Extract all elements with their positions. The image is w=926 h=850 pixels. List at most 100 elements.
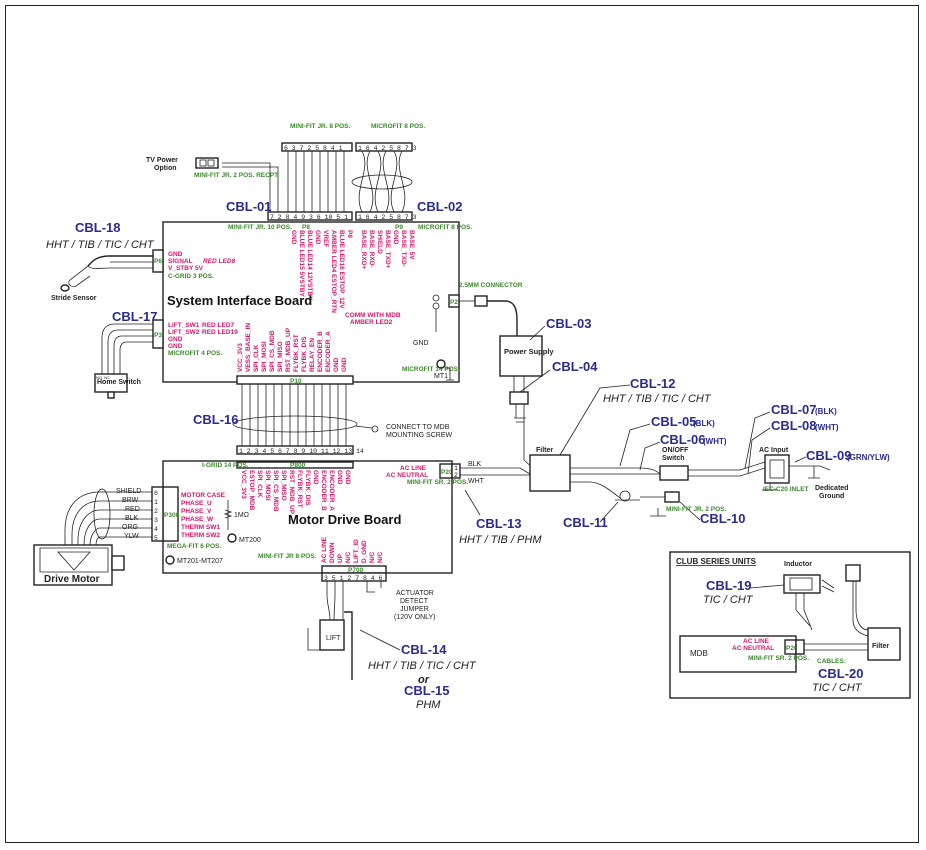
svg-text:Dedicated: Dedicated (815, 485, 848, 492)
sib-title: System Interface Board (167, 293, 312, 308)
svg-text:CBL-10: CBL-10 (700, 511, 746, 526)
svg-text:MT201-MT207: MT201-MT207 (177, 558, 223, 565)
svg-text:DETECT: DETECT (400, 598, 429, 605)
svg-text:P200: P200 (441, 469, 457, 476)
ac-input (764, 454, 790, 484)
lift-actuator (319, 619, 345, 651)
svg-text:6 3 7 2 5 8 4 1: 6 3 7 2 5 8 4 1 (284, 145, 343, 152)
cbl-01-harness: 6 3 7 2 5 8 4 1 7 2 8 4 9 3 6 10 5 1 (195, 142, 353, 221)
svg-text:CLUB SERIES UNITS: CLUB SERIES UNITS (676, 557, 757, 566)
svg-text:PHASE_V: PHASE_V (181, 508, 212, 515)
svg-text:MDB: MDB (690, 649, 708, 658)
svg-text:CBL-16: CBL-16 (193, 412, 239, 427)
svg-text:UP: UP (337, 553, 344, 563)
mdb-p700-labels: AC LINE DOWN UP N/C LIFT_ID D_GND N/C N/… (321, 536, 384, 563)
svg-text:MINI-FIT SR. 2 POS.: MINI-FIT SR. 2 POS. (407, 479, 468, 486)
svg-text:GND: GND (392, 230, 399, 245)
svg-text:BLK: BLK (468, 461, 482, 468)
svg-text:SPI_MOSI: SPI_MOSI (264, 470, 271, 501)
svg-text:CBL-06: CBL-06 (660, 432, 706, 447)
svg-text:TIC / CHT: TIC / CHT (812, 682, 863, 694)
svg-text:or: or (418, 674, 430, 686)
svg-text:LIFT_ID: LIFT_ID (353, 539, 360, 563)
svg-text:IEC-C20 INLET: IEC-C20 INLET (763, 486, 809, 493)
svg-text:GND: GND (168, 336, 183, 343)
svg-text:ESTOP_MDB: ESTOP_MDB (248, 470, 255, 511)
svg-text:AC LINE: AC LINE (400, 465, 427, 472)
svg-text:THERM SW2: THERM SW2 (181, 532, 220, 539)
svg-text:BLK: BLK (125, 515, 139, 522)
svg-text:SHIELD: SHIELD (116, 488, 141, 495)
svg-text:Stride Sensor: Stride Sensor (51, 295, 97, 302)
svg-text:GND: GND (168, 343, 183, 350)
svg-text:YLW: YLW (124, 533, 139, 540)
svg-text:MICROFIT 14 POS.: MICROFIT 14 POS. (402, 366, 460, 373)
sib-p9-labels: BASE_RXD+ BASE_RXD- SHIELD BASE_TXD+ GND… (360, 230, 415, 269)
svg-text:(WHT): (WHT) (703, 437, 727, 446)
svg-text:CBL-14: CBL-14 (401, 642, 447, 657)
svg-text:MOTOR CASE: MOTOR CASE (181, 492, 226, 499)
svg-text:SPI_MOSI: SPI_MOSI (261, 341, 268, 372)
svg-text:BLUE LED16 ESTOP_12V: BLUE LED16 ESTOP_12V (338, 230, 345, 309)
svg-text:CONNECT TO MDB: CONNECT TO MDB (386, 424, 450, 431)
svg-text:Filter: Filter (536, 447, 553, 454)
svg-text:BASE_TXD+: BASE_TXD+ (384, 230, 391, 269)
cbl-02-harness: 1 6 4 2 5 8 7 3 1 6 4 2 5 8 7 3 (351, 142, 417, 221)
svg-text:SPI_MISO: SPI_MISO (280, 470, 287, 501)
svg-text:AC LINE: AC LINE (743, 638, 770, 645)
svg-text:Switch: Switch (662, 455, 685, 462)
mdb-title: Motor Drive Board (288, 512, 401, 527)
svg-text:P3: P3 (154, 332, 162, 339)
svg-text:(BLK): (BLK) (815, 407, 837, 416)
svg-text:RED: RED (125, 506, 140, 513)
svg-text:AC NEUTRAL: AC NEUTRAL (732, 645, 774, 652)
filter (529, 454, 571, 492)
svg-text:CBL-12: CBL-12 (630, 376, 676, 391)
svg-text:P300: P300 (164, 512, 180, 519)
svg-text:BASE_TXD-: BASE_TXD- (400, 230, 407, 267)
svg-text:GND: GND (344, 470, 351, 485)
svg-text:BLUE LED14 12VSTBY: BLUE LED14 12VSTBY (306, 230, 313, 301)
svg-text:P2: P2 (450, 299, 458, 306)
cbl-16-harness: 1 2 3 4 5 6 7 8 9 10 11 12 13 14 (232, 384, 379, 455)
club-series-inset: CLUB SERIES UNITS Inductor MDB AC LINE A… (669, 551, 911, 699)
svg-text:2: 2 (154, 508, 158, 515)
svg-text:CBL-04: CBL-04 (552, 359, 598, 374)
svg-text:CBL-19: CBL-19 (706, 578, 752, 593)
svg-text:WHT: WHT (468, 478, 485, 485)
svg-text:N/C: N/C (377, 552, 384, 564)
svg-text:MINI-FIT JR. 8 POS.: MINI-FIT JR. 8 POS. (290, 123, 351, 130)
svg-text:CBL-02: CBL-02 (417, 199, 463, 214)
svg-text:P700: P700 (348, 567, 364, 574)
svg-text:TIC / CHT: TIC / CHT (703, 594, 754, 606)
svg-text:AC NEUTRAL: AC NEUTRAL (386, 472, 428, 479)
svg-text:MICROFIT 8 POS.: MICROFIT 8 POS. (371, 123, 425, 130)
svg-text:1: 1 (454, 465, 458, 472)
svg-text:Filter: Filter (872, 643, 889, 650)
svg-text:SHIELD: SHIELD (376, 230, 383, 254)
svg-text:3 5 1 2 7 8 4 6: 3 5 1 2 7 8 4 6 (324, 575, 383, 582)
svg-text:6: 6 (154, 490, 158, 497)
svg-text:JUMPER: JUMPER (400, 606, 429, 613)
svg-text:7 2 8 4 9 3 6 10 5 1: 7 2 8 4 9 3 6 10 5 1 (270, 214, 348, 221)
svg-text:P8: P8 (302, 224, 310, 231)
svg-text:N/C: N/C (369, 552, 376, 564)
svg-text:VREF: VREF (322, 230, 329, 247)
svg-text:CABLES:: CABLES: (817, 658, 846, 665)
svg-text:CBL-03: CBL-03 (546, 316, 592, 331)
svg-text:ACTUATOR: ACTUATOR (396, 590, 434, 597)
svg-text:SIGNAL: SIGNAL (168, 258, 193, 265)
svg-text:Home Switch: Home Switch (97, 379, 141, 386)
svg-text:BRW: BRW (122, 497, 139, 504)
svg-text:CBL-05: CBL-05 (651, 414, 697, 429)
svg-text:MICROFIT 8 POS.: MICROFIT 8 POS. (418, 224, 472, 231)
svg-text:MINI-FIT JR. 10 POS.: MINI-FIT JR. 10 POS. (228, 224, 292, 231)
svg-text:GND: GND (341, 357, 348, 372)
svg-text:VESS_BASE_IN: VESS_BASE_IN (245, 323, 252, 372)
svg-text:ENCODER_A: ENCODER_A (328, 470, 335, 511)
svg-text:AC LINE: AC LINE (321, 536, 328, 563)
svg-text:P10: P10 (290, 378, 302, 385)
svg-text:CBL-20: CBL-20 (818, 666, 864, 681)
svg-text:D_GND: D_GND (361, 540, 368, 563)
